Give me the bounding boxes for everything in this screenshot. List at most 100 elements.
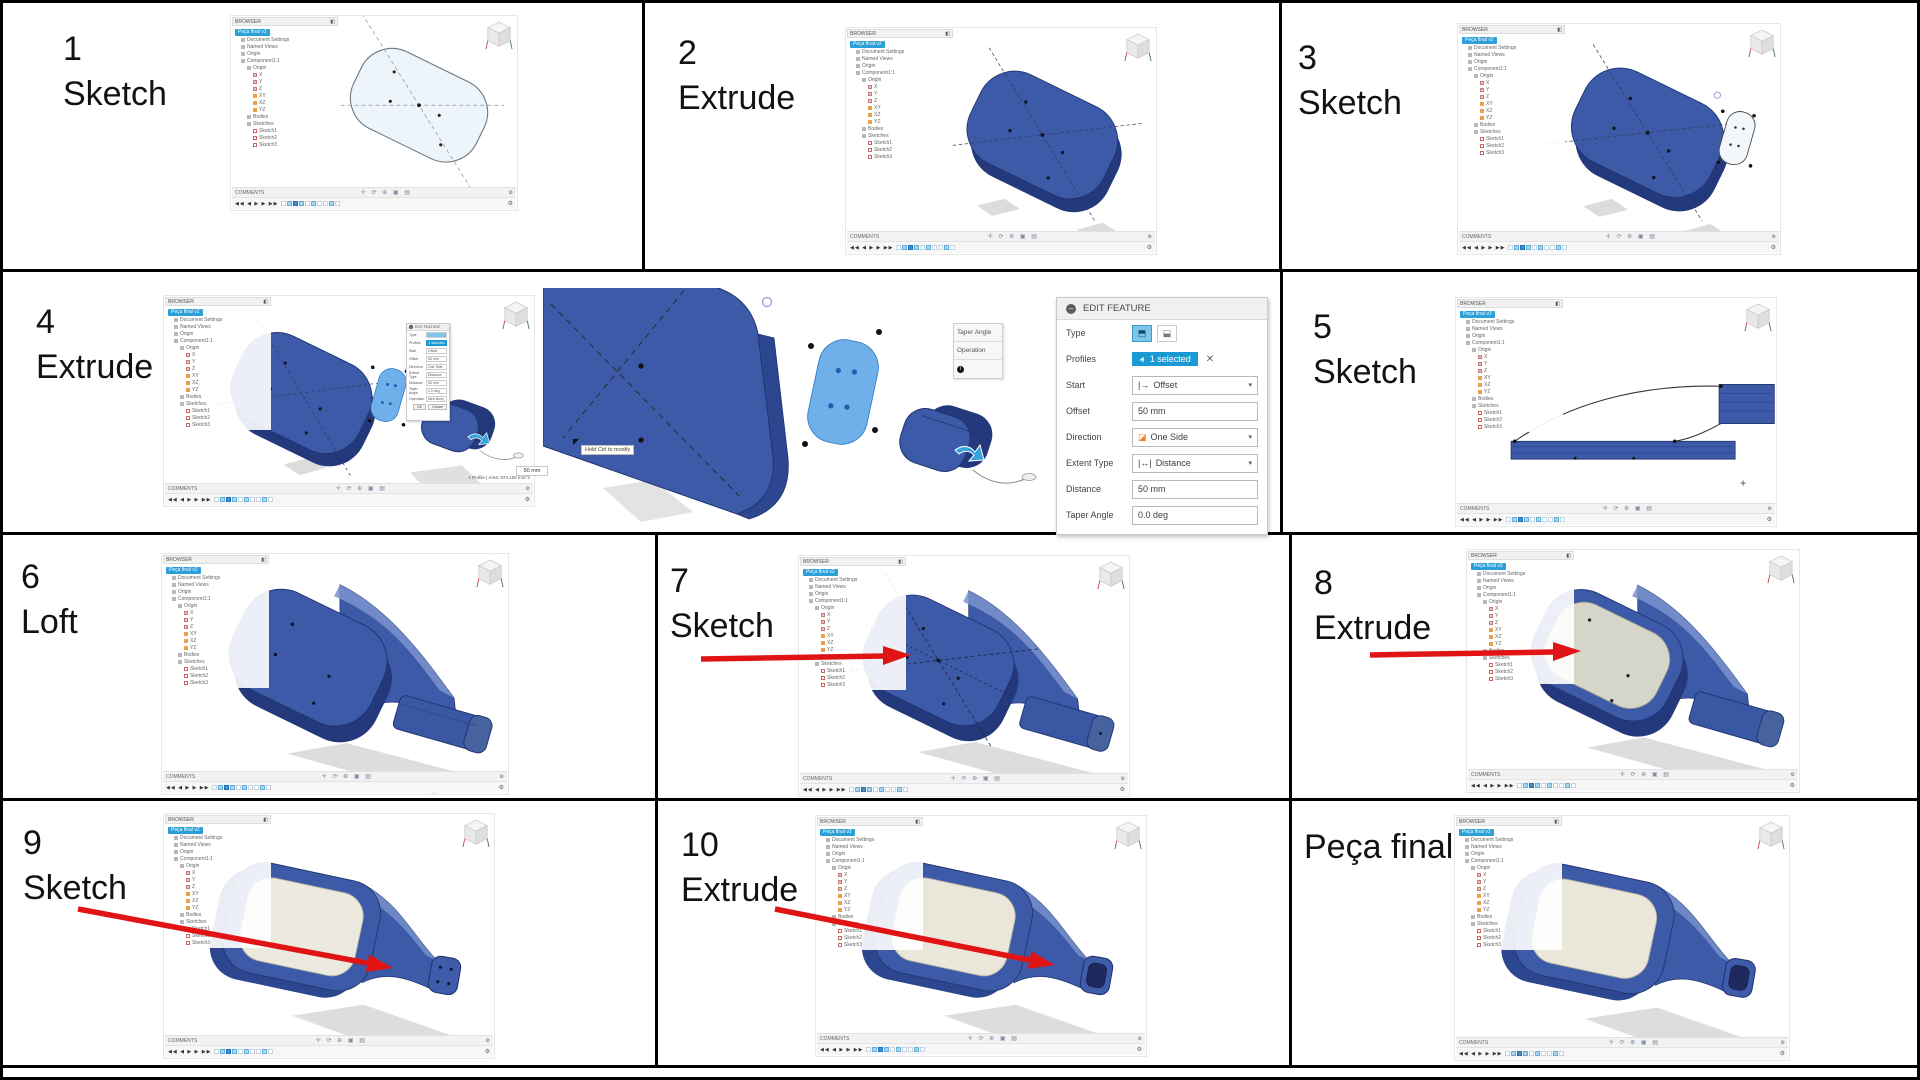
- view-nav-toolbar[interactable]: ✛ ⟳ ⊕ ▣ ▤: [315, 1038, 367, 1044]
- timeline-feature[interactable]: [849, 787, 855, 792]
- timeline-feature[interactable]: [885, 787, 891, 792]
- view-nav-toolbar[interactable]: ✛ ⟳ ⊕ ▣ ▤: [1605, 234, 1657, 240]
- manipulator-arrow-icon[interactable]: [954, 443, 985, 462]
- browser-tree-item[interactable]: Sketch2: [1462, 142, 1565, 149]
- browser-tree-item[interactable]: Sketch1: [235, 127, 338, 134]
- timeline-feature[interactable]: [218, 785, 224, 790]
- browser-tree-item[interactable]: Document Settings: [850, 48, 953, 55]
- timeline-feature[interactable]: [1518, 517, 1524, 522]
- viewcube[interactable]: [462, 818, 490, 855]
- browser-tree-item[interactable]: YZ: [1459, 906, 1562, 913]
- comments-bar[interactable]: COMMENTS ✛ ⟳ ⊕ ▣ ▤ ⚙: [1456, 1037, 1788, 1047]
- timeline-feature[interactable]: [1542, 517, 1548, 522]
- timeline-feature[interactable]: [1559, 783, 1565, 788]
- browser-collapse-icon[interactable]: ◧: [898, 558, 903, 565]
- timeline-feature[interactable]: [902, 245, 908, 250]
- browser-tree-item[interactable]: Document Settings: [1471, 570, 1574, 577]
- viewcube[interactable]: [1114, 820, 1142, 857]
- browser-doc-row[interactable]: Peça final v2: [1460, 310, 1563, 318]
- browser-tree-item[interactable]: Document Settings: [803, 576, 906, 583]
- browser-tree-item[interactable]: YZ: [1460, 388, 1563, 395]
- browser-tree-item[interactable]: Sketches: [235, 120, 338, 127]
- comments-label[interactable]: COMMENTS: [850, 233, 880, 240]
- document-name[interactable]: Peça final v2: [1471, 562, 1506, 570]
- timeline-feature[interactable]: [329, 201, 335, 206]
- browser-tree-item[interactable]: Origin: [1471, 598, 1574, 605]
- browser-tree-item[interactable]: Origin: [1459, 850, 1562, 857]
- popup-item-operation[interactable]: Operation: [954, 342, 1002, 360]
- timeline-feature[interactable]: [932, 245, 938, 250]
- timeline-feature[interactable]: [1532, 245, 1538, 250]
- browser-tree-item[interactable]: Origin: [1471, 584, 1574, 591]
- viewcube[interactable]: [1744, 302, 1772, 339]
- browser-tree-item[interactable]: Sketch3: [235, 141, 338, 148]
- timeline-feature[interactable]: [236, 785, 242, 790]
- browser-tree-item[interactable]: X: [168, 869, 271, 876]
- browser-tree-item[interactable]: Z: [168, 883, 271, 890]
- sketch-point[interactable]: [1720, 109, 1725, 114]
- manipulator-handle[interactable]: [513, 452, 524, 459]
- browser-tree-item[interactable]: Sketch3: [168, 939, 271, 946]
- popup-item-taper-angle[interactable]: Taper Angle: [954, 324, 1002, 342]
- timeline-bar[interactable]: ◀◀ ◀ ▶ ▶ ▶▶ ⚙: [232, 197, 516, 209]
- viewcube-right-face[interactable]: [1137, 38, 1150, 59]
- timeline-playback-controls[interactable]: ◀◀ ◀ ▶ ▶ ▶▶: [1471, 782, 1515, 789]
- arm[interactable]: [1018, 695, 1116, 754]
- timeline-bar[interactable]: ◀◀ ◀ ▶ ▶ ▶▶ ⚙: [1457, 513, 1775, 525]
- sketch-point[interactable]: [1752, 113, 1756, 118]
- comments-bar[interactable]: COMMENTS ✛ ⟳ ⊕ ▣ ▤ ⚙: [165, 483, 533, 493]
- browser-tree-item[interactable]: Document Settings: [1459, 836, 1562, 843]
- comments-bar[interactable]: COMMENTS ✛ ⟳ ⊕ ▣ ▤ ⚙: [1459, 231, 1779, 241]
- timeline-feature[interactable]: [1512, 517, 1518, 522]
- browser-doc-row[interactable]: Peça final v2: [820, 828, 923, 836]
- timeline-bar[interactable]: ◀◀ ◀ ▶ ▶ ▶▶ ⚙: [817, 1043, 1145, 1055]
- timeline-feature[interactable]: [902, 1047, 908, 1052]
- mini-distance-input[interactable]: 50 mm: [426, 380, 447, 386]
- browser-tree-item[interactable]: Sketches: [820, 920, 923, 927]
- browser-tree-item[interactable]: Sketch3: [166, 679, 269, 686]
- browser-tree-item[interactable]: Sketch1: [166, 665, 269, 672]
- browser-tree-item[interactable]: Sketch2: [1460, 416, 1563, 423]
- browser-tree-item[interactable]: Origin: [1459, 864, 1562, 871]
- browser-tree-item[interactable]: Y: [1459, 878, 1562, 885]
- browser-tree-item[interactable]: Component1:1: [1459, 857, 1562, 864]
- comments-label[interactable]: COMMENTS: [168, 485, 198, 492]
- sketch-point[interactable]: [1716, 160, 1721, 165]
- browser-tree-item[interactable]: Component1:1: [1462, 65, 1565, 72]
- sketch-point[interactable]: [388, 99, 392, 103]
- browser-tree-item[interactable]: X: [1459, 871, 1562, 878]
- timeline-feature[interactable]: [1511, 1051, 1517, 1056]
- viewcube-right-face[interactable]: [1757, 308, 1770, 329]
- timeline-feature[interactable]: [908, 1047, 914, 1052]
- comments-bar[interactable]: COMMENTS ✛ ⟳ ⊕ ▣ ▤ ⚙: [163, 771, 507, 781]
- timeline-feature[interactable]: [220, 497, 226, 502]
- browser-doc-row[interactable]: Peça final v2: [850, 40, 953, 48]
- timeline-feature[interactable]: [891, 787, 897, 792]
- browser-tree-item[interactable]: XZ: [1462, 107, 1565, 114]
- timeline-bar[interactable]: ◀◀ ◀ ▶ ▶ ▶▶ ⚙: [165, 1045, 493, 1057]
- browser-tree-item[interactable]: Bodies: [850, 125, 953, 132]
- browser-tree-item[interactable]: Component1:1: [1460, 339, 1563, 346]
- browser-tree-item[interactable]: Sketches: [803, 660, 906, 667]
- browser-tree-item[interactable]: Origin: [235, 64, 338, 71]
- timeline-gear-icon[interactable]: ⚙: [507, 201, 513, 207]
- timeline-feature[interactable]: [1517, 783, 1523, 788]
- timeline-feature[interactable]: [1526, 245, 1532, 250]
- comments-label[interactable]: COMMENTS: [1471, 771, 1501, 778]
- profiles-selected-chip[interactable]: ➤1 selected: [1132, 352, 1198, 366]
- browser-tree-item[interactable]: Sketches: [1471, 654, 1574, 661]
- timeline-feature[interactable]: [1553, 1051, 1559, 1056]
- document-name[interactable]: Peça final v2: [168, 308, 203, 316]
- mini-cancel-button[interactable]: Cancel: [428, 404, 447, 410]
- viewcube-right-face[interactable]: [1780, 560, 1793, 581]
- browser-tree-item[interactable]: XY: [803, 632, 906, 639]
- browser-tree-item[interactable]: Origin: [168, 330, 271, 337]
- browser-tree-item[interactable]: Origin: [1462, 58, 1565, 65]
- display-settings-gear-icon[interactable]: ⚙: [1780, 1039, 1785, 1046]
- browser-tree-item[interactable]: Sketches: [850, 132, 953, 139]
- comments-label[interactable]: COMMENTS: [1459, 1039, 1489, 1046]
- browser-collapse-icon[interactable]: ◧: [330, 18, 335, 25]
- selected-profile[interactable]: [368, 366, 409, 425]
- timeline-bar[interactable]: ◀◀ ◀ ▶ ▶ ▶▶ ⚙: [1459, 241, 1779, 253]
- taper-angle-input[interactable]: 0.0 deg: [1132, 505, 1258, 525]
